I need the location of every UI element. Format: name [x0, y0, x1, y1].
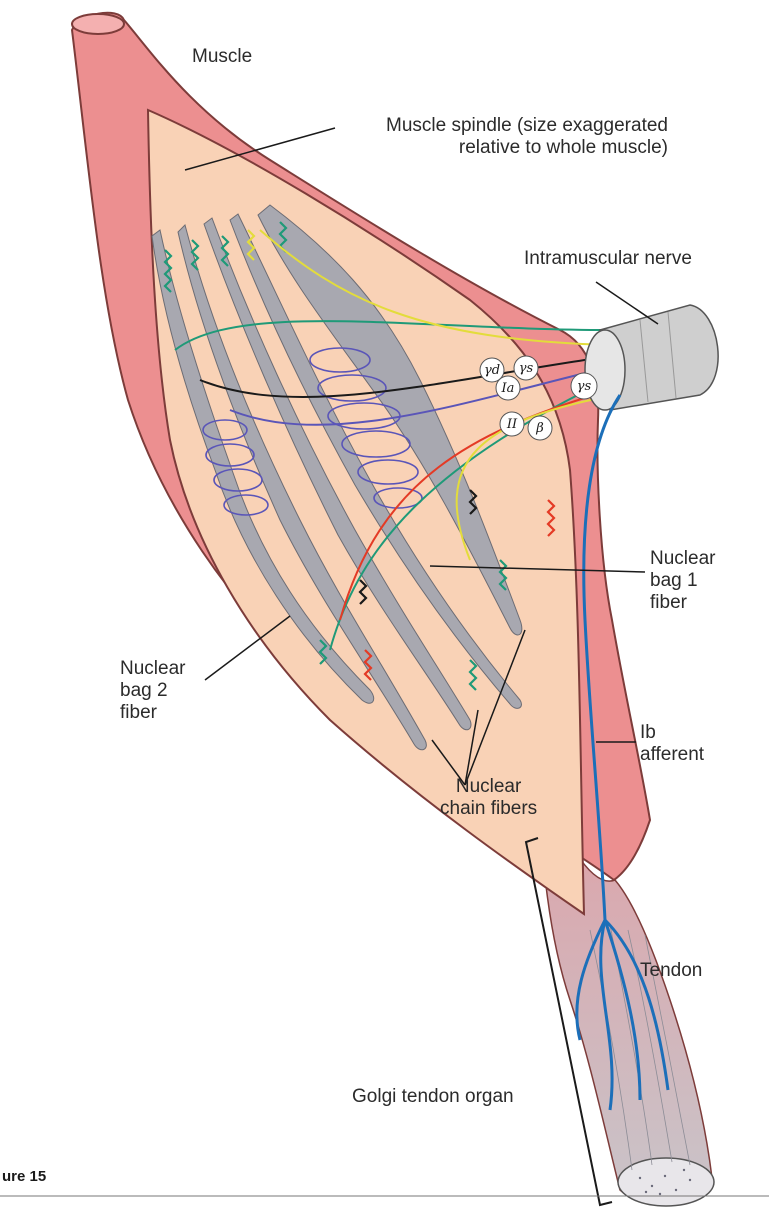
muscle-top-end: [72, 14, 124, 34]
label-muscle-spindle: Muscle spindle (size exaggerated relativ…: [338, 115, 668, 159]
intramuscular-nerve: [585, 305, 718, 410]
symbol-gamma-s-top: γs: [519, 361, 534, 376]
label-nuclear-bag-1: Nuclear bag 1 fiber: [650, 548, 715, 614]
label-golgi-tendon-organ: Golgi tendon organ: [352, 1086, 514, 1108]
label-ib-afferent: Ib afferent: [640, 722, 704, 766]
figure-caption: ure 15: [2, 1168, 46, 1185]
label-nuclear-chain: Nuclear chain fibers: [440, 776, 537, 820]
symbol-ii: II: [506, 417, 518, 432]
symbol-ia: Ia: [501, 381, 515, 396]
tendon-cut-end: [618, 1158, 714, 1206]
symbol-gamma-d: γd: [484, 363, 500, 378]
symbol-beta: β: [535, 421, 544, 436]
symbol-gamma-s-side: γs: [577, 379, 592, 394]
label-muscle: Muscle: [192, 46, 252, 68]
label-tendon: Tendon: [640, 960, 702, 982]
label-intramuscular-nerve: Intramuscular nerve: [524, 248, 692, 270]
label-nuclear-bag-2: Nuclear bag 2 fiber: [120, 658, 185, 724]
